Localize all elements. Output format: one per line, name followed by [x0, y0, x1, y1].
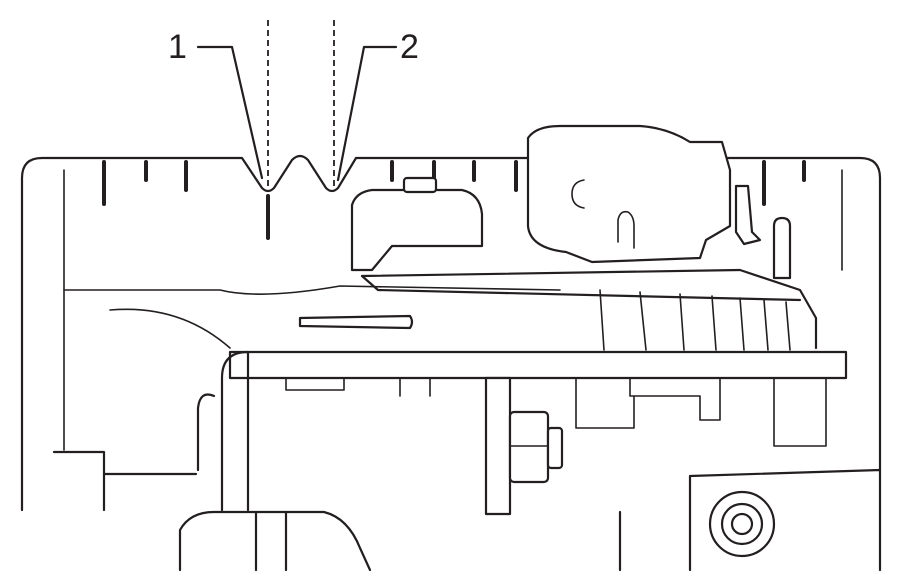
needle-plate-outline: [20, 154, 882, 512]
bolt-end: [546, 426, 564, 470]
thread-guide-wedge: [298, 314, 414, 330]
bed-line-upper: [63, 285, 561, 295]
presser-foot-screw: [402, 176, 438, 194]
seam-guide-ticks: [102, 160, 806, 240]
bed-contour: [109, 308, 231, 349]
hex-nut: [508, 410, 550, 484]
lower-housing: [575, 377, 827, 447]
foot-sole: [360, 268, 818, 350]
foot-holder-block: [526, 124, 732, 264]
vertical-plate: [484, 376, 512, 516]
callout-label-2: 2: [400, 28, 419, 66]
callout-leader-2: [336, 45, 398, 182]
lower-plate-bar: [228, 350, 848, 380]
lower-plate-detail: [285, 377, 431, 397]
foot-holder-slot: [617, 210, 635, 249]
foot-sole-ribs: [599, 289, 791, 351]
needle-plate-inner-edge: [63, 169, 843, 451]
side-lever: [734, 184, 762, 246]
lower-body: [52, 393, 882, 572]
callout-label-1: 1: [168, 28, 187, 66]
lower-left-casting: [178, 510, 372, 572]
callout-leader-1: [196, 45, 264, 180]
presser-foot-shank: [350, 188, 484, 272]
bobbin-cover: [708, 490, 776, 558]
side-post: [772, 216, 792, 280]
foot-holder-c-mark: [571, 179, 585, 209]
bracket-arm: [220, 350, 250, 512]
